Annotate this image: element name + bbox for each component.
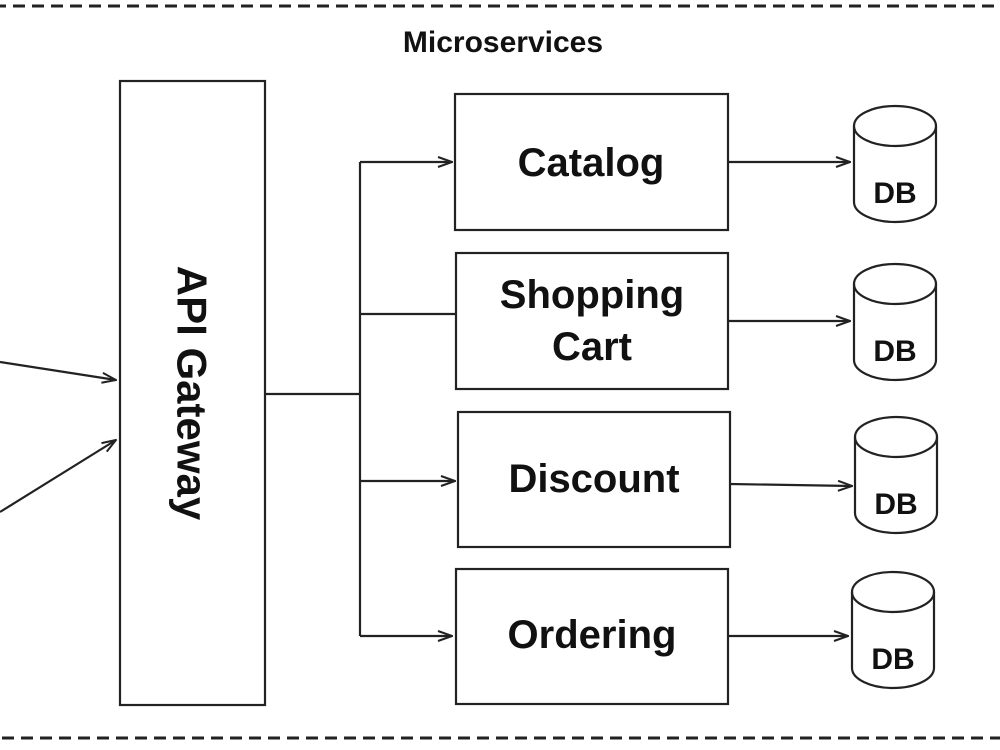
discount-db-label: DB: [874, 488, 917, 521]
discount-to-db-arrow: [729, 484, 852, 486]
catalog-service-label: Catalog: [518, 141, 665, 185]
ordering-database: DB: [850, 570, 936, 690]
catalog-database: DB: [852, 104, 938, 224]
discount-database: DB: [853, 415, 939, 535]
ordering-service-label: Ordering: [508, 613, 677, 657]
api-gateway-box: [118, 79, 267, 707]
shopping-cart-service-box: [454, 251, 730, 391]
ordering-db-label: DB: [871, 643, 914, 676]
api-gateway-label: API Gateway: [169, 266, 216, 521]
boundary-title: Microservices: [403, 26, 603, 59]
microservices-boundary: [0, 4, 1000, 740]
shopping-cart-label-line2: Cart: [552, 325, 632, 369]
incoming-arrow-lower: [0, 440, 116, 513]
catalog-service-box: [453, 92, 730, 232]
discount-service-label: Discount: [508, 457, 679, 501]
ordering-service-box: [454, 567, 730, 706]
catalog-db-label: DB: [873, 177, 916, 210]
discount-service-box: [456, 410, 732, 549]
shopping-cart-label-line1: Shopping: [500, 273, 684, 317]
incoming-arrow-upper: [0, 360, 116, 380]
shopping-cart-database: DB: [852, 262, 938, 382]
shopping-cart-db-label: DB: [873, 335, 916, 368]
